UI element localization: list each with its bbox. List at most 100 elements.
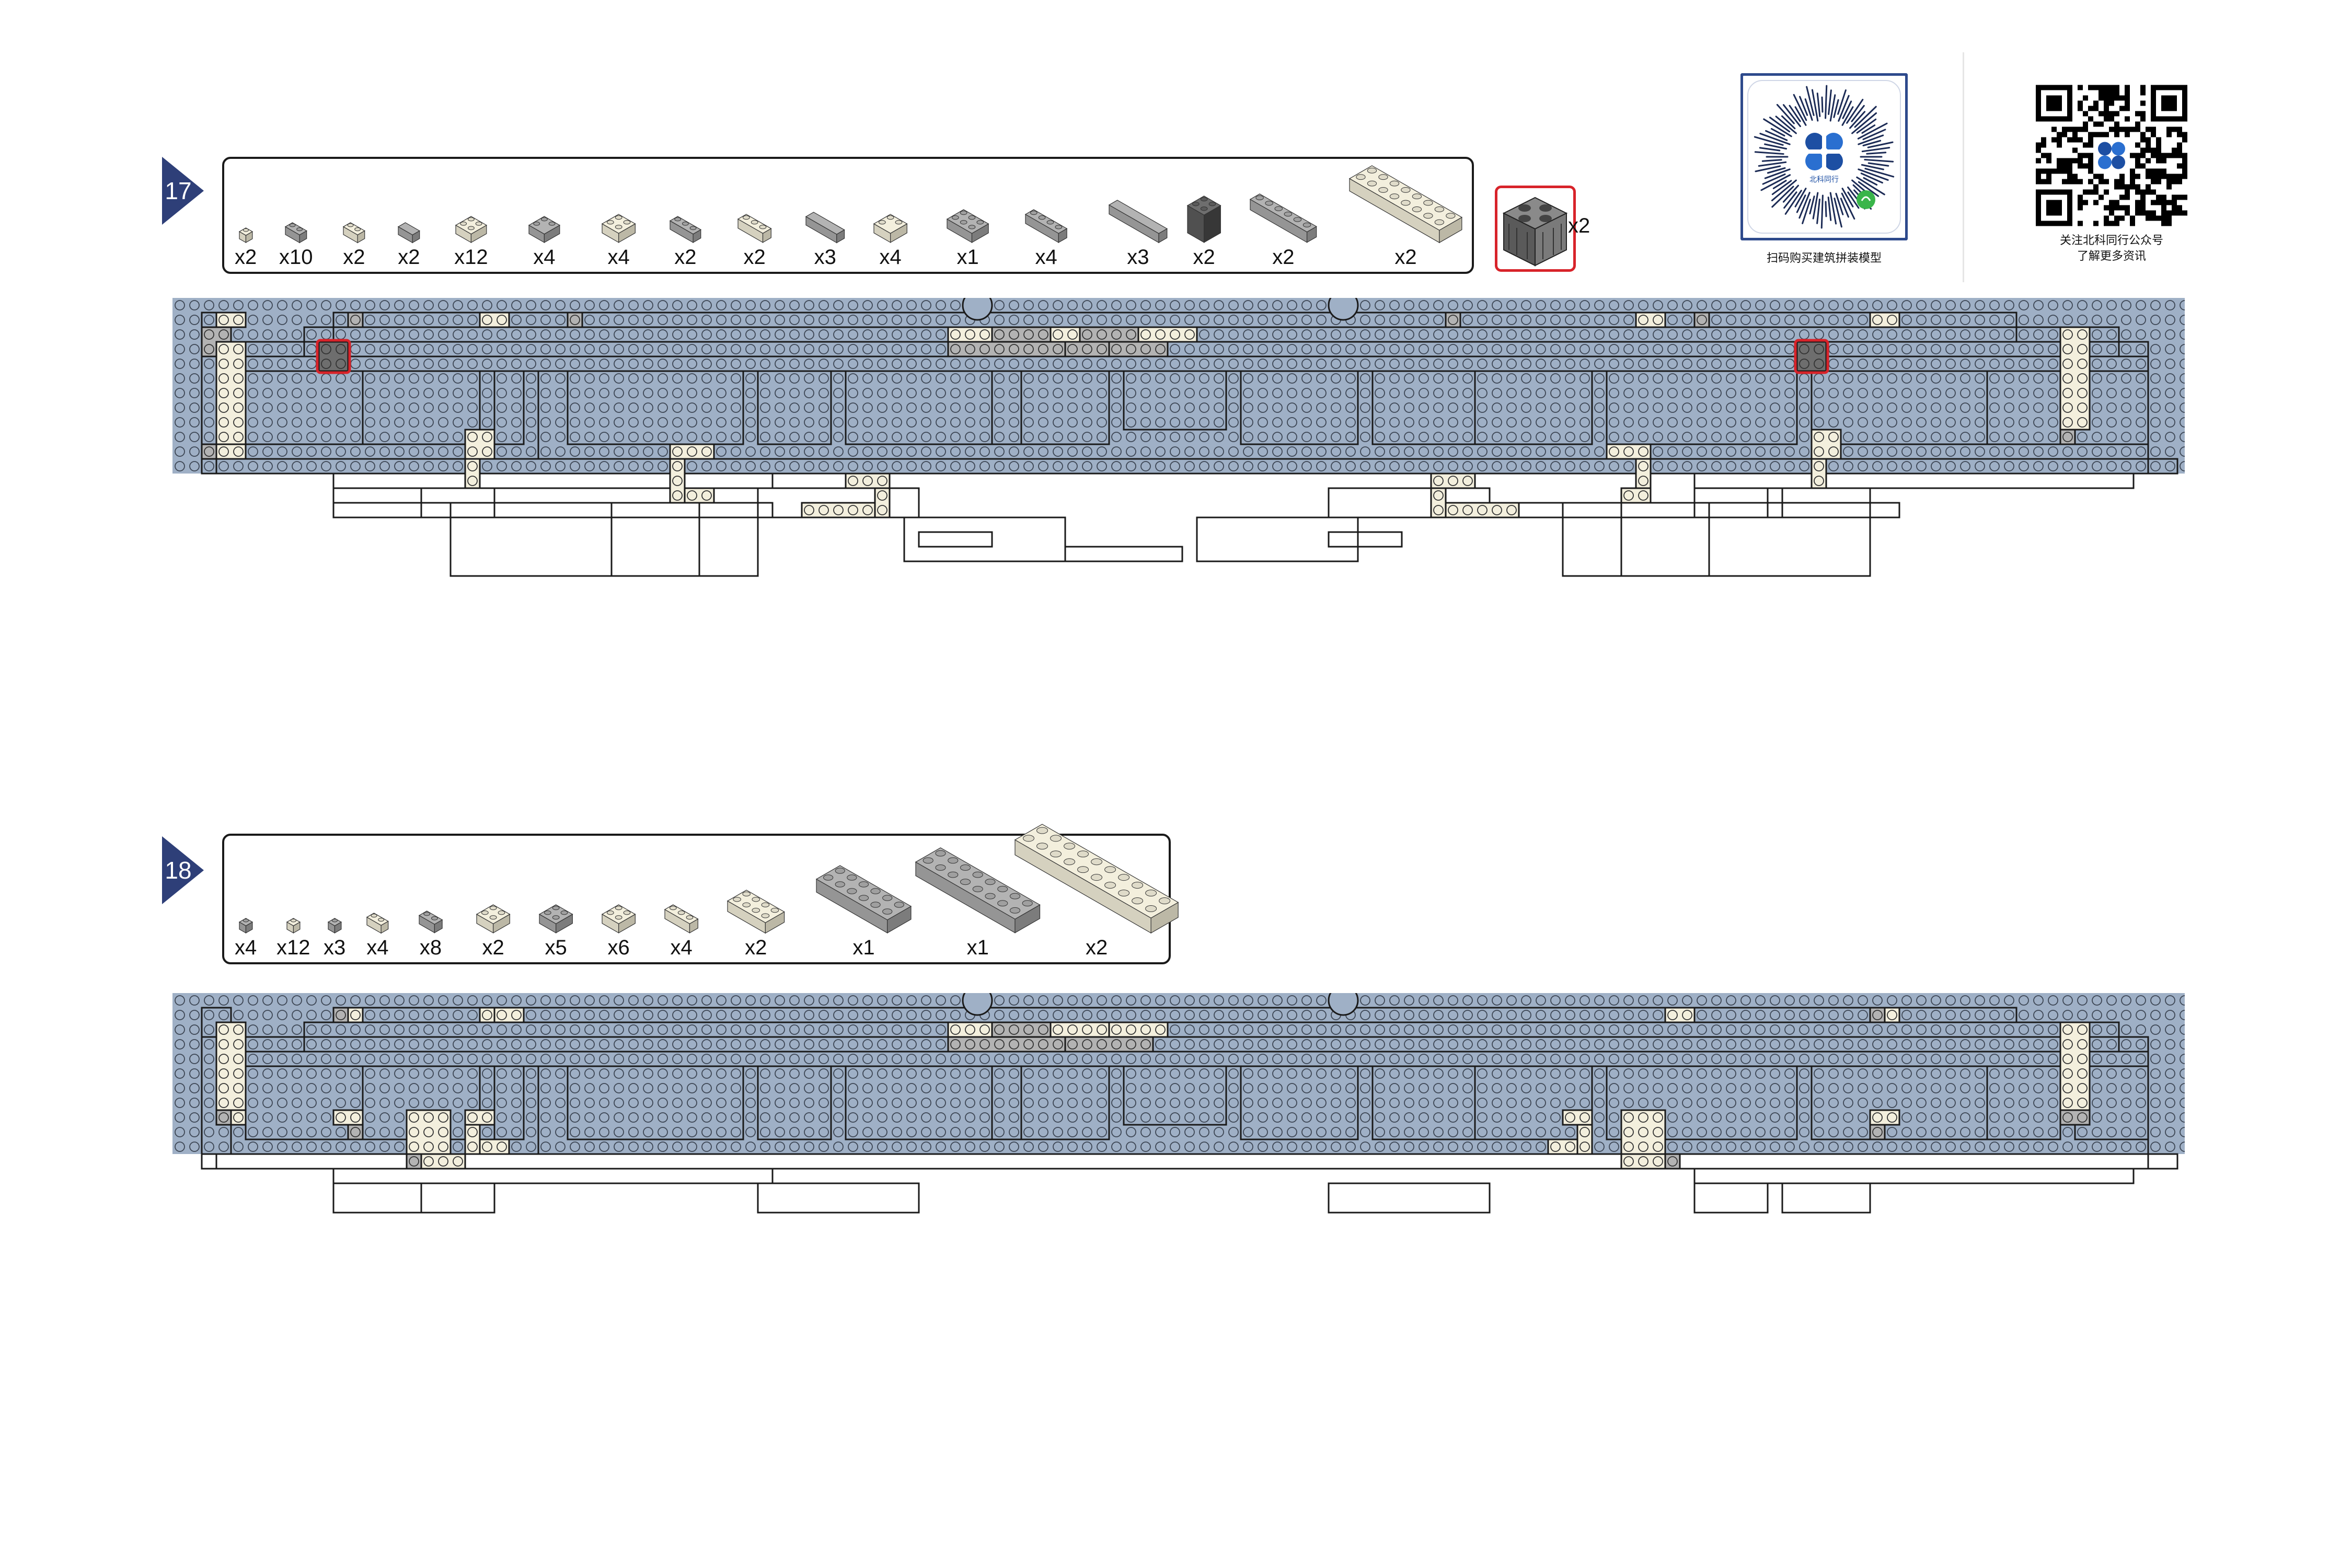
part-quantity: x2 xyxy=(674,246,697,269)
white-1x2-plate-icon xyxy=(366,912,389,934)
part-quantity: x4 xyxy=(235,936,257,959)
white-1x1-plate-icon xyxy=(238,227,253,244)
gray-1x2-plate-icon xyxy=(418,910,443,934)
gray-1x3-plate-icon xyxy=(669,216,702,244)
part-gray-2x2-corner-plate: x4 xyxy=(527,210,561,270)
part-white-2x2-plate: x6 xyxy=(601,898,637,960)
part-white-2x10-plate: x2 xyxy=(1013,818,1180,960)
dark-2x2-brick-icon xyxy=(1186,195,1221,244)
official-account-caption-1: 关注北科同行公众号 xyxy=(2059,234,2163,247)
part-gray-1x1-plate: x4 xyxy=(235,912,257,960)
part-quantity: x1 xyxy=(956,246,979,269)
step-18-number: 18 xyxy=(165,857,192,884)
part-gray-1x4-tile: x3 xyxy=(804,206,846,270)
step-17-parts-list: x2 x10 x2 x2 x12 x4 x4 x2 x2 x3 x4 x1 x4 x3 x2 x2 x2 xyxy=(222,157,1474,274)
part-gray-1x4-plate: x4 xyxy=(1024,203,1068,270)
gray-1x1-plate-icon xyxy=(238,918,253,934)
white-2x2-plate-icon xyxy=(601,904,636,934)
step-17-marker: 17 xyxy=(162,157,204,225)
part-quantity: x4 xyxy=(533,246,556,269)
part-quantity: x2 xyxy=(745,936,767,959)
part-gray-round-1x1-plate: x3 xyxy=(324,912,345,960)
white-2x10-plate-icon xyxy=(1014,824,1179,934)
part-gray-2x3-plate: x1 xyxy=(946,203,990,270)
part-white-1x2-plate: x4 xyxy=(365,907,390,960)
part-gray-1x2-plate: x10 xyxy=(279,216,313,270)
part-quantity: x12 xyxy=(454,246,488,269)
part-gray-2x8-plate: x1 xyxy=(914,841,1042,960)
part-quantity: x10 xyxy=(279,246,313,269)
part-quantity: x4 xyxy=(1035,246,1057,269)
gray-1x2-tile-icon xyxy=(397,222,420,244)
part-gray-1x2-plate: x8 xyxy=(418,905,444,960)
part-quantity: x4 xyxy=(879,246,902,269)
part-quantity: x2 xyxy=(343,246,365,269)
qr-divider xyxy=(1963,52,1964,282)
mini-program-qr-icon: 北科同行 xyxy=(1740,73,1908,241)
part-white-2x2-plate: x12 xyxy=(454,210,488,270)
gray-1x6-plate-icon xyxy=(1249,193,1317,244)
official-account-qr[interactable]: 关注北科同行公众号 了解更多资讯 xyxy=(2033,84,2190,264)
part-quantity: x2 xyxy=(1272,246,1295,269)
part-quantity: x2 xyxy=(1394,246,1417,269)
part-gray-2x6-plate: x1 xyxy=(815,859,913,960)
part-gray-1x6-plate: x2 xyxy=(1249,188,1318,270)
gray-2x6-plate-icon xyxy=(815,865,912,934)
part-quantity: x3 xyxy=(814,246,836,269)
part-quantity: x8 xyxy=(419,936,442,959)
part-quantity: x2 xyxy=(482,936,504,959)
gray-2x2-plate-icon xyxy=(538,904,573,934)
gray-2x8-plate-icon xyxy=(915,847,1041,934)
gray-1x4-plate-icon xyxy=(1024,209,1068,244)
white-1x3-plate-icon xyxy=(737,214,772,244)
white-2x2-plate-icon xyxy=(601,214,636,244)
gray-2x2-corner-plate-icon xyxy=(528,216,561,244)
white-1x2-plate-icon xyxy=(342,222,365,244)
part-quantity: x2 xyxy=(743,246,766,269)
mini-program-brand: 北科同行 xyxy=(1809,175,1839,183)
part-white-1x3-plate: x2 xyxy=(736,208,773,270)
part-quantity: x6 xyxy=(607,936,630,959)
part-quantity: x1 xyxy=(966,936,989,959)
part-quantity: x3 xyxy=(324,936,346,959)
white-2x2-plate-icon xyxy=(455,216,488,244)
white-corner-plate-icon xyxy=(873,214,908,244)
part-quantity: x2 xyxy=(398,246,420,269)
part-gray-1x2-tile: x2 xyxy=(397,216,421,270)
part-quantity: x4 xyxy=(607,246,630,269)
step-18-build-view xyxy=(172,993,2185,1437)
part-quantity: x2 xyxy=(235,246,257,269)
part-gray-2x2-plate: x5 xyxy=(538,898,574,960)
part-white-1x1-plate: x2 xyxy=(235,222,257,270)
part-quantity: x4 xyxy=(366,936,389,959)
mini-program-qr[interactable]: 北科同行 扫码购买建筑拼装模型 xyxy=(1740,73,1908,266)
part-white-2x8-plate: x2 xyxy=(1348,159,1463,270)
white-2x8-plate-icon xyxy=(1348,165,1463,244)
part-quantity: x5 xyxy=(545,936,567,959)
white-2x4-plate-icon xyxy=(727,889,785,934)
step-17-callout-qty: x2 xyxy=(1568,214,1590,237)
gray-round-1x1-plate-icon xyxy=(327,918,342,934)
step-17-number: 17 xyxy=(165,177,192,204)
part-white-1x1-plate: x12 xyxy=(276,912,310,960)
part-quantity: x12 xyxy=(276,936,310,959)
part-white-2x4-plate: x2 xyxy=(726,884,786,960)
part-quantity: x1 xyxy=(852,936,875,959)
part-quantity: x4 xyxy=(670,936,693,959)
part-white-2x2-plate: x4 xyxy=(601,208,637,270)
step-17-build-view xyxy=(172,298,2185,805)
gray-1x6-tile-icon xyxy=(1108,200,1168,244)
part-white-2x2-plate: x2 xyxy=(475,898,511,960)
dark-2x2-brick-icon xyxy=(1502,197,1568,267)
part-white-1x2-plate: x2 xyxy=(342,216,366,270)
part-white-corner-plate: x4 xyxy=(872,208,908,270)
part-gray-1x3-plate: x2 xyxy=(668,210,702,270)
mini-program-caption: 扫码购买建筑拼装模型 xyxy=(1766,251,1882,264)
part-dark-2x2-brick: x2 xyxy=(1186,190,1222,270)
part-gray-1x6-tile: x3 xyxy=(1108,194,1169,270)
part-white-1x3-plate: x4 xyxy=(663,898,699,960)
white-1x3-plate-icon xyxy=(664,904,699,934)
white-2x2-plate-icon xyxy=(476,904,511,934)
part-quantity: x3 xyxy=(1127,246,1149,269)
